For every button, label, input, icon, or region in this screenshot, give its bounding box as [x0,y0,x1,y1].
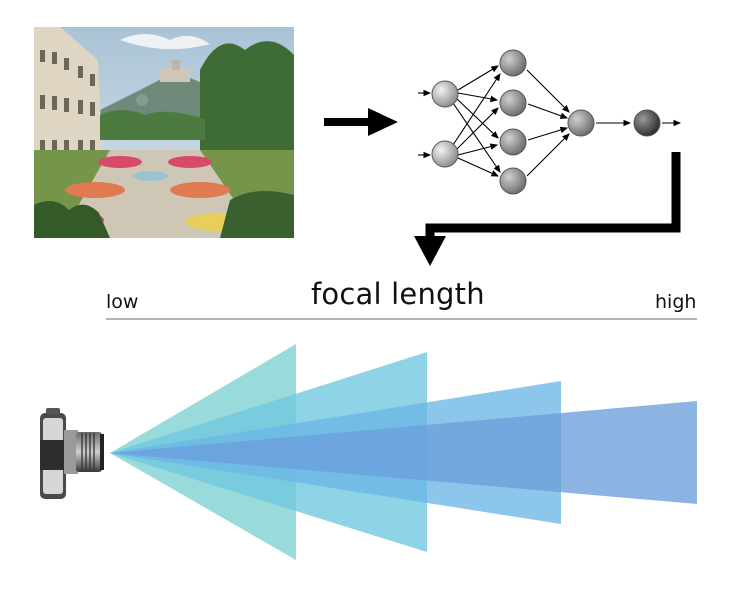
hidden-node [499,167,527,195]
fov-cone-telephoto [110,401,697,504]
photo-trees-2 [100,110,205,140]
photo-trees [200,41,294,175]
photo-fortress [160,68,190,82]
photo-foreground-shrubs-right [220,191,294,238]
camera-icon [40,408,104,499]
hidden-node [499,128,527,156]
hidden-node [499,49,527,77]
diagram-title: focal length [311,277,485,311]
output-node [633,109,661,137]
hidden-node [499,89,527,117]
field-of-view-cones [110,344,697,560]
input-photo [34,27,294,238]
neural-network [418,65,682,177]
photo-palace-windows [40,50,95,154]
photo-dome [136,94,148,106]
arrow-to-network [324,108,398,136]
low-label: low [106,291,139,313]
hidden2-node [567,109,595,137]
photo-foreground-shrubs [34,201,110,238]
network-nodes [431,49,661,195]
input-node [431,80,459,108]
photo-cloud [120,34,210,50]
arrow-network-to-scale [414,152,681,266]
input-node [431,140,459,168]
photo-fortress-tower [172,60,180,70]
high-label: high [655,291,697,313]
